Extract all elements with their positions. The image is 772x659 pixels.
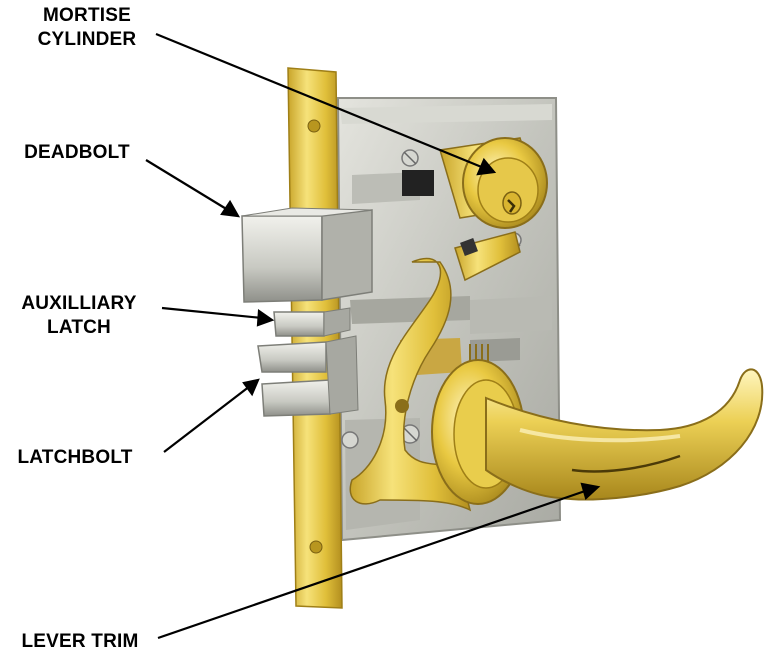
label-lever-trim: LEVER TRIM (6, 630, 154, 654)
leader-lines (145, 32, 601, 640)
label-latchbolt-line1: LATCHBOLT (17, 447, 133, 468)
deadbolt-bolt (241, 207, 373, 303)
label-aux-line1: AUXILLIARY (21, 293, 137, 314)
label-lever-line1: LEVER TRIM (21, 631, 139, 652)
label-deadbolt-line1: DEADBOLT (24, 142, 130, 163)
leader-mortise-cylinder (155, 32, 497, 176)
mortise-cylinder (439, 137, 548, 229)
label-deadbolt: DEADBOLT (10, 141, 144, 165)
leader-lever-trim (157, 482, 601, 640)
label-mortise-line1: MORTISE (43, 5, 131, 26)
leader-deadbolt (145, 159, 241, 218)
leader-latchbolt (163, 378, 260, 453)
label-mortise-line2: CYLINDER (37, 29, 137, 50)
label-latchbolt: LATCHBOLT (0, 446, 150, 470)
faceplate (287, 67, 343, 609)
label-auxiliary-latch: AUXILLIARY LATCH (4, 292, 154, 340)
label-aux-line2: LATCH (47, 317, 111, 338)
label-mortise-cylinder: MORTISE CYLINDER (18, 4, 156, 52)
auxiliary-latch-bolt (273, 307, 351, 337)
latchbolt-bolt (257, 335, 359, 417)
hub-linkage (349, 231, 521, 512)
lever-trim (431, 359, 764, 505)
leader-auxiliary-latch (161, 306, 275, 327)
